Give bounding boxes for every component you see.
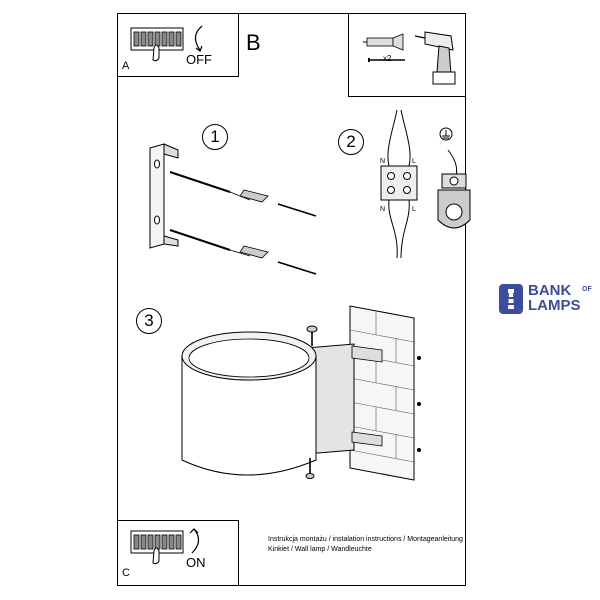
circuit-breaker-icon [130, 530, 184, 565]
instruction-sheet [117, 13, 466, 586]
step-c-letter: C [122, 567, 130, 579]
wall-lamp-assembly-icon [181, 305, 421, 481]
lighthouse-icon [499, 284, 523, 314]
mounting-bracket-icon [149, 143, 317, 275]
switch-on-label: ON [186, 555, 206, 570]
step-a-letter: A [122, 60, 130, 72]
step-a-panel: OFF A [117, 13, 239, 77]
switch-off-label: OFF [186, 52, 212, 67]
wire-l-top: L [412, 158, 416, 165]
footer-subtitle: Kinkiet / Wall lamp / Wandleuchte [268, 546, 372, 553]
rotate-arrow-icon [189, 528, 200, 554]
tools-panel: x2 [348, 13, 466, 97]
brand-logo: BANK OF LAMPS [498, 282, 598, 317]
step-2-number: 2 [338, 129, 364, 155]
brand-word-of: OF [582, 286, 592, 293]
quantity-label: x2 [383, 54, 392, 63]
wire-n-top: N [380, 158, 386, 165]
rotate-arrow-icon [194, 25, 203, 52]
wall-plug-icon [363, 33, 405, 62]
circuit-breaker-icon [130, 27, 184, 62]
terminal-block-icon [380, 109, 418, 259]
step-3-number: 3 [136, 308, 162, 334]
step-b-letter: B [246, 30, 261, 55]
step-1-number: 1 [202, 124, 228, 150]
step-c-panel: ON C [117, 520, 239, 586]
wire-l-bottom: L [412, 206, 416, 213]
footer-title: Instrukcja montażu / instalation instruc… [268, 536, 463, 543]
wire-n-bottom: N [380, 206, 386, 213]
drill-icon [414, 31, 456, 85]
ground-terminal-icon [437, 127, 471, 229]
brand-word-lamps: LAMPS [528, 297, 581, 314]
brand-word-bank: BANK [528, 282, 572, 299]
